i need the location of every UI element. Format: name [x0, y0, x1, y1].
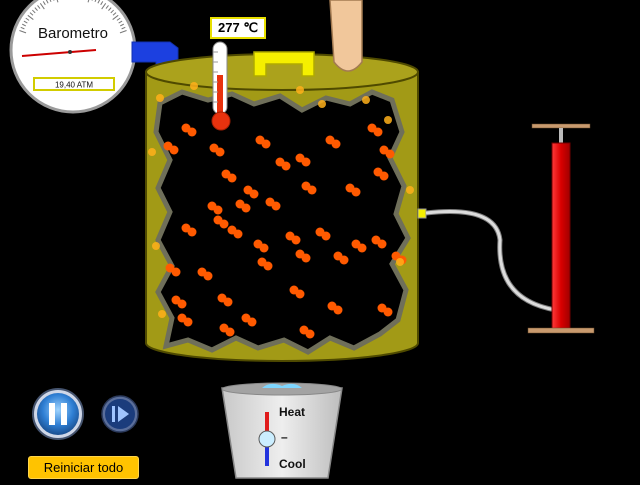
wall-particle: [148, 148, 156, 156]
gas-particle: [333, 305, 343, 315]
gas-particle: [215, 147, 225, 157]
gas-particle: [321, 231, 331, 241]
wall-particle: [152, 242, 160, 250]
pump-hose: [425, 209, 557, 313]
heat-label: Heat: [279, 405, 306, 419]
air-pump[interactable]: [527, 123, 595, 334]
gas-particle: [263, 261, 273, 271]
gas-particle: [177, 299, 187, 309]
pressure-readout: 19,40 ATM: [55, 81, 93, 90]
gas-particle: [261, 139, 271, 149]
gas-particle: [187, 227, 197, 237]
gas-particle: [247, 317, 257, 327]
gas-particle: [225, 327, 235, 337]
gas-particle: [223, 297, 233, 307]
hand-icon[interactable]: [329, 0, 363, 72]
gas-particle: [331, 139, 341, 149]
reset-all-button[interactable]: Reiniciar todo: [28, 456, 139, 479]
lid-handle[interactable]: [253, 51, 315, 77]
gas-particle: [227, 173, 237, 183]
gas-particle: [281, 161, 291, 171]
gas-particle: [271, 201, 281, 211]
wall-particle: [156, 94, 164, 102]
gas-particle: [307, 185, 317, 195]
gas-particle: [187, 127, 197, 137]
gas-particle: [379, 171, 389, 181]
gas-particle: [351, 187, 361, 197]
gas-particle: [385, 149, 395, 159]
gas-particle: [241, 203, 251, 213]
gas-particle: [249, 189, 259, 199]
temperature-readout: 277 ℃: [210, 17, 266, 39]
wall-particle: [190, 82, 198, 90]
step-forward-icon: [112, 406, 129, 422]
gas-particle: [373, 127, 383, 137]
barometer-gauge: Barometro 19,40 ATM: [9, 0, 137, 114]
gas-particle: [169, 145, 179, 155]
wall-particle: [158, 310, 166, 318]
gas-particle: [213, 205, 223, 215]
thermometer: [211, 41, 231, 131]
particles: [148, 82, 414, 339]
pause-icon: [49, 403, 55, 425]
gas-particle: [383, 307, 393, 317]
wall-particle: [396, 258, 404, 266]
wall-particle: [318, 100, 326, 108]
wall-particle: [406, 186, 414, 194]
barometer-title: Barometro: [38, 25, 108, 42]
gas-particle: [259, 243, 269, 253]
gas-particle: [301, 157, 311, 167]
gas-particle: [203, 271, 213, 281]
gas-particle: [377, 239, 387, 249]
gas-particle: [219, 219, 229, 229]
gas-particle: [301, 253, 311, 263]
gas-particle: [357, 243, 367, 253]
hose-connector: [417, 208, 427, 219]
wall-particle: [362, 96, 370, 104]
slider-mid-label: –: [281, 430, 288, 444]
gas-particle: [305, 329, 315, 339]
gas-particle: [171, 267, 181, 277]
cool-label: Cool: [279, 457, 306, 471]
gas-chamber: [145, 53, 419, 362]
gas-particle: [233, 229, 243, 239]
wall-particle: [384, 116, 392, 124]
gas-particle: [295, 289, 305, 299]
wall-particle: [296, 86, 304, 94]
slider-knob[interactable]: [258, 430, 276, 448]
gas-particle: [339, 255, 349, 265]
pause-button[interactable]: [32, 388, 84, 440]
gas-particle: [291, 235, 301, 245]
heat-cool-bucket: [221, 382, 343, 479]
step-button[interactable]: [101, 395, 139, 433]
heat-cool-slider[interactable]: [258, 412, 276, 466]
gas-particle: [183, 317, 193, 327]
pump-handle[interactable]: [531, 123, 591, 129]
